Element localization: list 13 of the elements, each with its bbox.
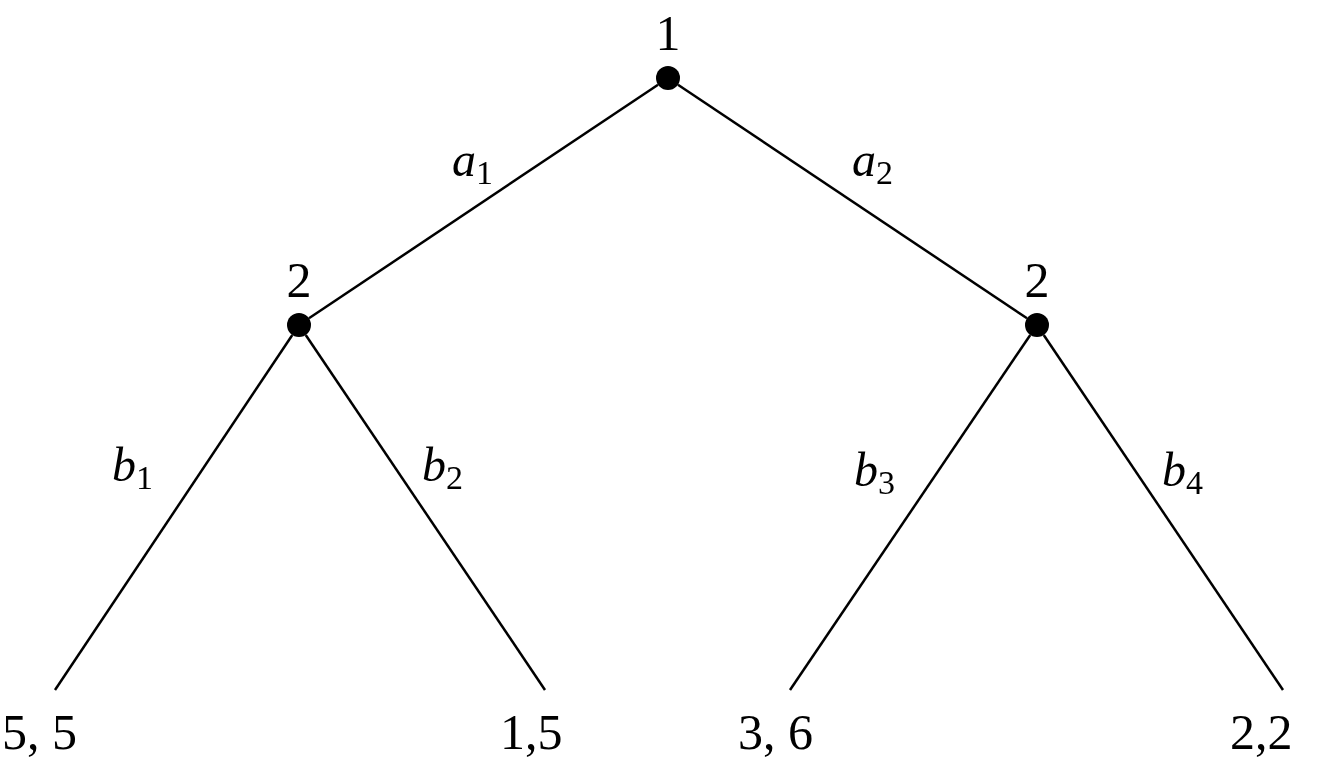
payoff-label: 3, 6 (738, 706, 813, 758)
player-label: 1 (654, 8, 682, 58)
tree-branch (1042, 334, 1285, 691)
payoff-label: 1,5 (500, 706, 563, 758)
tree-branch (53, 334, 294, 691)
payoff-label: 5, 5 (2, 706, 77, 758)
tree-branch (788, 334, 1032, 691)
tree-branch (304, 334, 547, 691)
player-label: 2 (285, 255, 313, 305)
tree-branch (308, 83, 659, 320)
player-label: 2 (1023, 255, 1051, 305)
tree-branch (677, 83, 1028, 320)
payoff-label: 2,2 (1230, 706, 1293, 758)
